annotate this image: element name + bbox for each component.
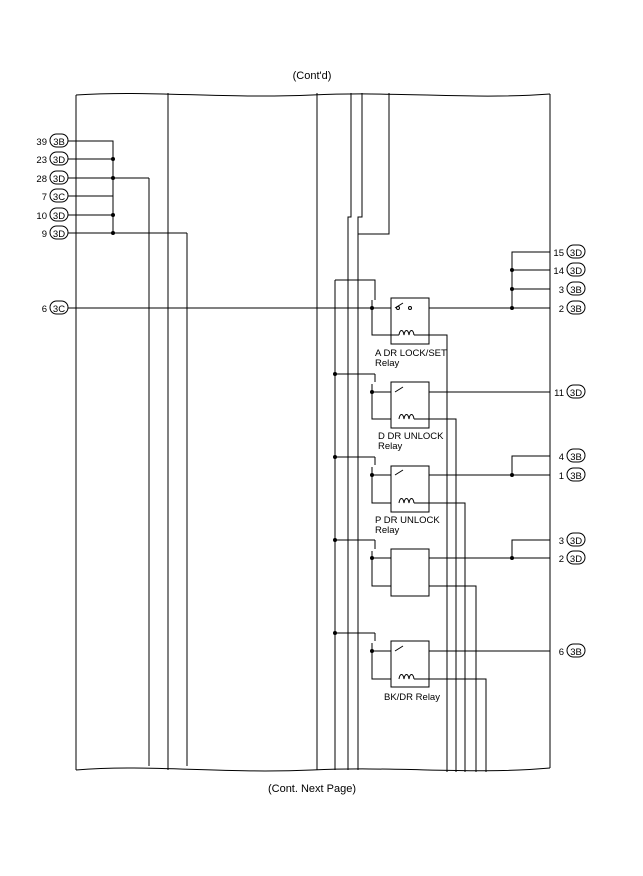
connector-badge [566, 532, 586, 547]
connector-badge [566, 300, 586, 315]
page-frame [75, 92, 551, 772]
right-connector-11: 11 3D [554, 384, 586, 399]
pin-number: 23 [36, 155, 47, 166]
pin-number: 3 [559, 285, 564, 296]
cont-header: (Cont'd) [293, 70, 332, 82]
connector-id: 3D [53, 155, 65, 166]
connector-id: 3D [53, 211, 65, 222]
right-connector-15: 15 3D [553, 244, 586, 259]
connector-id: 3D [570, 248, 582, 259]
right-connectors: 15 3D 14 3D 3 3B 2 3B 11 3D 4 3B [553, 244, 586, 658]
relay-2-label: D DR UNLOCK [378, 431, 444, 442]
right-connector-3d: 3 3D [559, 532, 586, 547]
pin-number: 6 [559, 647, 564, 658]
pin-number: 10 [36, 211, 47, 222]
left-wiring [76, 140, 391, 310]
relay-a-dr-lock-set [371, 297, 448, 772]
connector-id: 3D [53, 229, 65, 240]
pin-number: 6 [42, 304, 47, 315]
connector-id: 3C [53, 304, 65, 315]
relay-2-label-2: Relay [378, 441, 403, 452]
connector-id: 3B [570, 304, 582, 315]
right-wiring [429, 251, 550, 652]
left-connector-10: 10 3D [36, 207, 69, 222]
connector-id: 3D [570, 554, 582, 565]
pin-number: 3 [559, 536, 564, 547]
connector-id: 3D [570, 536, 582, 547]
pin-number: 7 [42, 192, 47, 203]
right-connector-2b: 2 3B [559, 300, 586, 315]
cont-next-footer: (Cont. Next Page) [268, 783, 356, 795]
pin-number: 2 [559, 554, 564, 565]
trunk-wires [148, 93, 390, 770]
relay-bk-dr [333, 631, 487, 772]
connector-id: 3D [570, 266, 582, 277]
pin-number: 39 [36, 137, 47, 148]
connector-badge [566, 643, 586, 658]
connector-badge [566, 262, 586, 277]
left-connector-28: 28 3D [36, 170, 69, 185]
connector-id: 3C [53, 192, 65, 203]
left-connector-6: 6 3C [42, 300, 69, 315]
connector-id: 3B [53, 137, 65, 148]
left-connectors: 39 3B 23 3D 28 3D 7 3C 10 3D 9 3D [36, 133, 76, 315]
left-connector-7: 7 3C [42, 188, 69, 203]
connector-id: 3B [570, 285, 582, 296]
connector-badge [566, 244, 586, 259]
pin-number: 1 [559, 471, 564, 482]
right-connector-4: 4 3B [559, 448, 586, 463]
pin-number: 11 [554, 388, 564, 399]
relay-1-label: A DR LOCK/SET [375, 348, 447, 359]
left-connector-23: 23 3D [36, 151, 69, 166]
relay-1-label-2: Relay [375, 358, 400, 369]
pin-number: 15 [553, 248, 564, 259]
relay-5-label: BK/DR Relay [384, 692, 440, 703]
connector-badge [566, 550, 586, 565]
pin-number: 9 [42, 229, 47, 240]
left-connector-9: 9 3D [42, 225, 69, 240]
connector-badge [566, 448, 586, 463]
right-connector-14: 14 3D [553, 262, 586, 277]
right-connector-3b: 3 3B [559, 281, 586, 296]
pin-number: 4 [559, 452, 564, 463]
pin-number: 28 [36, 174, 47, 185]
relay-3-label-2: Relay [375, 525, 400, 536]
connector-id: 3B [570, 452, 582, 463]
connector-badge [566, 384, 586, 399]
right-connector-2d: 2 3D [559, 550, 586, 565]
relay-d-dr-unlock [333, 372, 457, 772]
connector-id: 3D [570, 388, 582, 399]
connector-id: 3B [570, 647, 582, 658]
relay-3-label: P DR UNLOCK [375, 515, 440, 526]
connector-id: 3D [53, 174, 65, 185]
connector-id: 3B [570, 471, 582, 482]
connector-badge [566, 281, 586, 296]
connector-badge [566, 467, 586, 482]
right-connector-6b: 6 3B [559, 643, 586, 658]
relay-p-dr-unlock [333, 455, 466, 772]
relay-block-4 [333, 538, 477, 772]
right-connector-1: 1 3B [559, 467, 586, 482]
pin-number: 2 [559, 304, 564, 315]
left-connector-39: 39 3B [36, 133, 69, 148]
pin-number: 14 [553, 266, 564, 277]
